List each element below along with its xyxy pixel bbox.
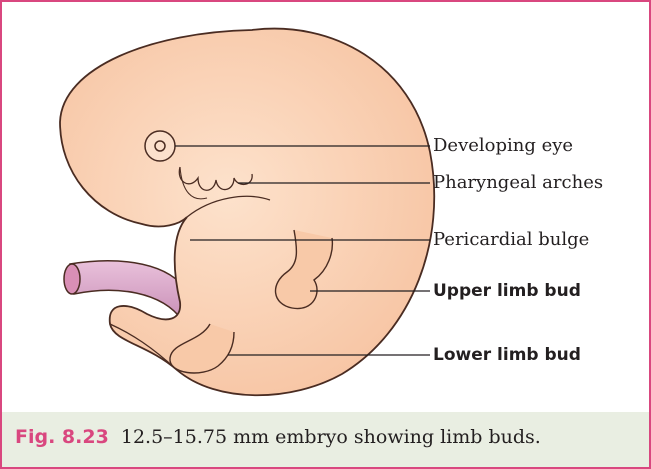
caption-bar: Fig. 8.23 12.5–15.75 mm embryo showing l… (2, 412, 649, 467)
developing-eye-outer (145, 131, 175, 161)
figure-caption: Fig. 8.23 12.5–15.75 mm embryo showing l… (15, 426, 541, 448)
label-pericardial-bulge: Pericardial bulge (433, 229, 589, 251)
embryo-body (60, 29, 434, 396)
label-upper-limb-bud: Upper limb bud (433, 280, 581, 302)
embryo-illustration: Developing eye Pharyngeal arches Pericar… (2, 2, 649, 412)
umbilical-cord-end (64, 264, 80, 294)
caption-text: 12.5–15.75 mm embryo showing limb buds. (121, 426, 541, 448)
figure-number: Fig. 8.23 (15, 426, 109, 448)
label-developing-eye: Developing eye (433, 135, 573, 157)
label-lower-limb-bud: Lower limb bud (433, 344, 581, 366)
label-pharyngeal-arches: Pharyngeal arches (433, 172, 603, 194)
